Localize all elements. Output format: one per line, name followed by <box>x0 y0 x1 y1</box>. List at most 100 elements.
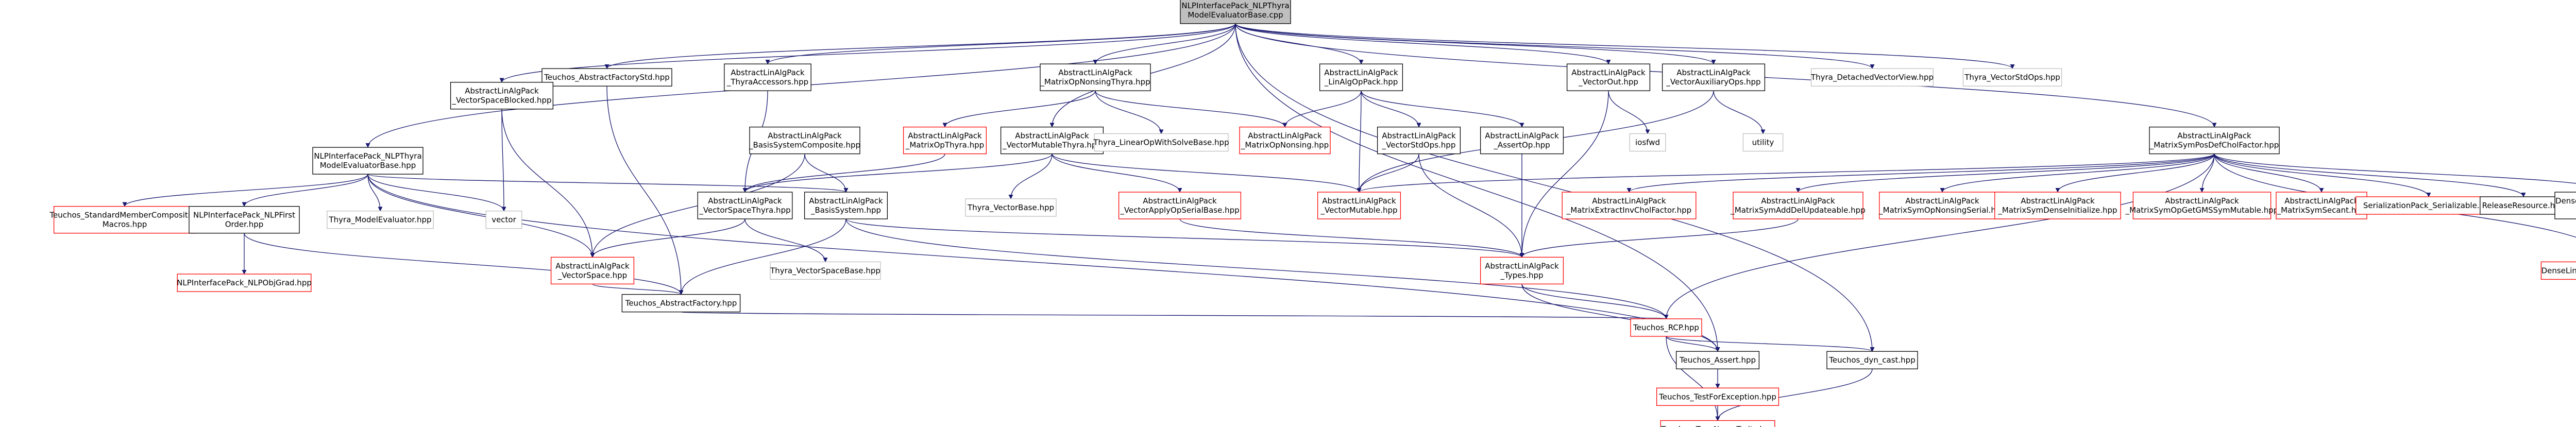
node-n_factStd[interactable]: Teuchos_AbstractFactoryStd.hpp <box>541 68 672 87</box>
edge-n_msposdef-to-n_mextract <box>1626 153 2215 193</box>
node-box <box>2149 126 2280 155</box>
node-label: Teuchos_dyn_cast.hpp <box>1828 355 1915 365</box>
edge-n_msposdef-to-n_msDenseInit <box>2055 153 2215 193</box>
node-n_vecOut[interactable]: AbstractLinAlgPack_VectorOut.hpp <box>1566 63 1651 91</box>
edge-n_mopnThyra-to-n_mopNonsing <box>1095 90 1287 128</box>
node-label: AbstractLinAlgPack <box>809 196 883 206</box>
node-n_mopNonsing[interactable]: AbstractLinAlgPack_MatrixOpNonsing.hpp <box>1239 126 1331 155</box>
node-n_linOpSolve: Thyra_LinearOpWithSolveBase.hpp <box>1093 133 1229 152</box>
node-box <box>1480 257 1564 285</box>
edge-n_rcp-to-n_dynCast <box>1666 336 1875 352</box>
node-box <box>1094 133 1229 152</box>
edge-n_basisSys-to-n_absFactory <box>679 218 846 295</box>
edge-n_nlpModel-to-n_thyraModel <box>367 174 383 212</box>
node-n_typeName[interactable]: Teuchos_TypeNameTraits.hpp <box>1660 420 1775 427</box>
node-n_vectorSpace[interactable]: AbstractLinAlgPack_VectorSpace.hpp <box>550 257 635 285</box>
node-n_release[interactable]: ReleaseResource.hpp <box>2480 196 2567 215</box>
node-label: AbstractLinAlgPack <box>1248 131 1322 141</box>
node-box <box>327 210 434 229</box>
node-n_assertOp[interactable]: AbstractLinAlgPack_AssertOp.hpp <box>1480 126 1564 155</box>
edge-n_msposdef-to-n_denseTri <box>2214 153 2576 184</box>
node-label: AbstractLinAlgPack <box>1676 68 1751 77</box>
node-label: AbstractLinAlgPack <box>2165 196 2239 206</box>
node-box <box>1480 126 1564 155</box>
edge-n_vecOut-to-n_iosfwd <box>1608 91 1650 134</box>
node-label: AbstractLinAlgPack <box>1761 196 1835 206</box>
node-n_vecMutable[interactable]: AbstractLinAlgPack_VectorMutable.hpp <box>1317 192 1401 219</box>
node-label: AbstractLinAlgPack <box>1324 68 1398 77</box>
node-n_denseClass[interactable]: DenseLinAlgPack_DMatrixClass.hpp <box>2540 261 2576 280</box>
node-n_thyraVecBase: Thyra_VectorBase.hpp <box>965 198 1057 217</box>
edge-n_msposdef-to-n_msopGetGMS <box>2199 153 2215 193</box>
node-n_testFor[interactable]: Teuchos_TestForException.hpp <box>1656 387 1780 406</box>
edge-n_vecStdOpsA-to-n_types <box>1418 153 1524 258</box>
node-box <box>2540 261 2576 280</box>
node-n_linAlgOp[interactable]: AbstractLinAlgPack_LinAlgOpPack.hpp <box>1319 63 1403 91</box>
edge-root-to-n_vecOut <box>1235 23 1611 65</box>
edge-n_basisSys-to-n_rcp <box>845 218 1669 319</box>
node-label: Thyra_VectorSpaceBase.hpp <box>770 266 880 276</box>
node-n_msposdef[interactable]: AbstractLinAlgPack_MatrixSymPosDefCholFa… <box>2149 126 2280 155</box>
edge-n_vsThyra-to-n_vectorSpace <box>590 218 745 258</box>
node-box <box>1656 387 1780 406</box>
node-label: Thyra_VectorStdOps.hpp <box>1964 73 2060 82</box>
node-n_assert[interactable]: Teuchos_Assert.hpp <box>1675 351 1760 369</box>
node-n_vsThyra[interactable]: AbstractLinAlgPack_VectorSpaceThyra.hpp <box>697 192 793 219</box>
node-box <box>621 294 741 313</box>
node-n_vecStdOpsA[interactable]: AbstractLinAlgPack_VectorStdOps.hpp <box>1377 126 1461 155</box>
node-n_absFactory[interactable]: Teuchos_AbstractFactory.hpp <box>621 294 741 313</box>
node-n_basisSys[interactable]: AbstractLinAlgPack_BasisSystem.hpp <box>804 192 888 219</box>
node-label: Thyra_DetachedVectorView.hpp <box>1810 73 1934 82</box>
node-box <box>1000 126 1104 155</box>
node-n_types[interactable]: AbstractLinAlgPack_Types.hpp <box>1480 257 1564 285</box>
node-label: Teuchos_StandardMemberComposition <box>49 211 199 220</box>
node-n_msopNonsingSer[interactable]: AbstractLinAlgPack_MatrixSymOpNonsingSer… <box>1878 192 2006 219</box>
edge-n_nlpModel-to-n_assert <box>367 174 1720 352</box>
edge-n_msposdef-to-n_msopNonsingSer <box>1940 153 2215 193</box>
node-n_mopThyra[interactable]: AbstractLinAlgPack_MatrixOpThyra.hpp <box>903 126 987 155</box>
node-box <box>1319 63 1403 91</box>
node-label: NLPInterfacePack_NLPObjGrad.hpp <box>177 278 312 288</box>
node-n_vsBlocked[interactable]: AbstractLinAlgPack_VectorSpaceBlocked.hp… <box>450 82 554 110</box>
node-label: _MatrixSymSecant.hpp <box>2277 206 2366 215</box>
node-label: _MatrixExtractInvCholFactor.hpp <box>1566 206 1691 215</box>
node-label: AbstractLinAlgPack <box>731 68 805 77</box>
node-n_msopGetGMS[interactable]: AbstractLinAlgPack_MatrixSymOpGetGMSSymM… <box>2125 192 2279 219</box>
node-n_rcp[interactable]: Teuchos_RCP.hpp <box>1630 318 1702 337</box>
node-box <box>1675 351 1760 369</box>
node-n_nlpModel[interactable]: NLPInterfacePack_NLPThyraModelEvaluatorB… <box>312 147 423 175</box>
node-n_denseTri[interactable]: DenseLinAlgPack_DMatrixAsTriSym.hpp <box>2554 192 2576 219</box>
node-n_dynCast[interactable]: Teuchos_dyn_cast.hpp <box>1826 351 1918 369</box>
node-n_stdMember[interactable]: Teuchos_StandardMemberCompositionMacros.… <box>49 206 200 234</box>
node-label: _MatrixSymDenseInitialize.hpp <box>1997 206 2117 215</box>
node-label: _MatrixSymOpNonsingSerial.hpp <box>1878 206 2006 215</box>
node-n_msSecant[interactable]: AbstractLinAlgPack_MatrixSymSecant.hpp <box>2276 192 2367 219</box>
node-label: DenseLinAlgPack_DMatrixClass.hpp <box>2541 266 2576 276</box>
node-box <box>541 68 672 87</box>
edge-n_linAlgOp-to-n_vecStdOpsA <box>1361 91 1421 128</box>
node-n_mextract[interactable]: AbstractLinAlgPack_MatrixExtractInvCholF… <box>1562 192 1697 219</box>
node-label: AbstractLinAlgPack <box>1143 196 1217 206</box>
node-n_nlpObjGrad[interactable]: NLPInterfacePack_NLPObjGrad.hpp <box>177 274 312 292</box>
node-n_thyraAcc[interactable]: AbstractLinAlgPack_ThyraAccessors.hpp <box>724 63 811 91</box>
node-box <box>1742 133 1784 152</box>
node-label: _Types.hpp <box>1500 270 1543 280</box>
node-n_mopnThyra[interactable]: AbstractLinAlgPack_MatrixOpNonsingThyra.… <box>1040 63 1151 91</box>
node-label: Teuchos_Assert.hpp <box>1679 355 1756 365</box>
edge-n_vecStdOpsA-to-n_vecMutable <box>1357 153 1419 193</box>
node-box <box>965 198 1057 217</box>
node-label: AbstractLinAlgPack <box>465 87 539 96</box>
edge-n_vmThyra-to-n_vecMutable <box>1052 153 1362 193</box>
node-box <box>804 192 888 219</box>
node-n_vecApply[interactable]: AbstractLinAlgPack_VectorApplyOpSerialBa… <box>1118 192 1242 219</box>
edge-n_nlpModel-to-n_basisSys <box>367 174 849 193</box>
node-n_basisComp[interactable]: AbstractLinAlgPack_BasisSystemComposite.… <box>749 126 860 155</box>
node-n_msaddDel[interactable]: AbstractLinAlgPack_MatrixSymAddDelUpdate… <box>1730 192 1866 219</box>
node-n_serial[interactable]: SerializationPack_Serializable.hpp <box>2355 196 2502 215</box>
edge-n_vsBlocked-to-n_vector <box>501 109 506 212</box>
node-n_msDenseInit[interactable]: AbstractLinAlgPack_MatrixSymDenseInitial… <box>1994 192 2121 219</box>
node-n_vecAux[interactable]: AbstractLinAlgPack_VectorAuxiliaryOps.hp… <box>1662 63 1766 91</box>
node-n_vmThyra[interactable]: AbstractLinAlgPack_VectorMutableThyra.hp… <box>1000 126 1104 155</box>
edge-n_mopnThyra-to-n_linOpSolve <box>1095 91 1164 134</box>
